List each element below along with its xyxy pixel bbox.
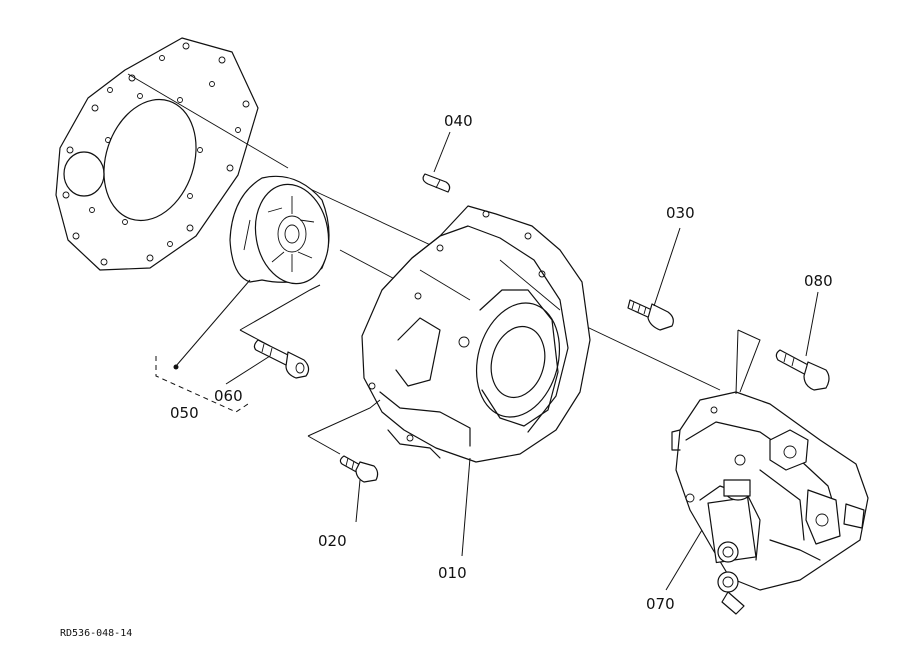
coupling: [229, 175, 330, 285]
leader-lines: [175, 131, 819, 591]
label-030: 030: [666, 204, 695, 222]
label-080: 080: [804, 272, 833, 290]
bolt-030: [627, 299, 674, 331]
label-060: 060: [214, 387, 243, 405]
bolt-020: [339, 455, 379, 483]
label-040: 040: [444, 112, 473, 130]
gasket-plate: [55, 37, 259, 271]
label-050: 050: [170, 404, 199, 422]
bolt-080: [775, 349, 830, 391]
bolt-060: [253, 339, 310, 379]
label-010: 010: [438, 564, 467, 582]
flywheel-housing: [361, 205, 591, 463]
label-020: 020: [318, 532, 347, 550]
label-070: 070: [646, 595, 675, 613]
assembly-bracket: [155, 356, 249, 413]
reference-code: RD536-048-14: [60, 628, 132, 639]
part-labels: 040 030 080 060 050 020 010 070: [170, 112, 833, 613]
dowel-pin: [422, 173, 451, 193]
assembly-point-marker: [173, 364, 179, 370]
hydraulic-pump: [671, 391, 869, 615]
